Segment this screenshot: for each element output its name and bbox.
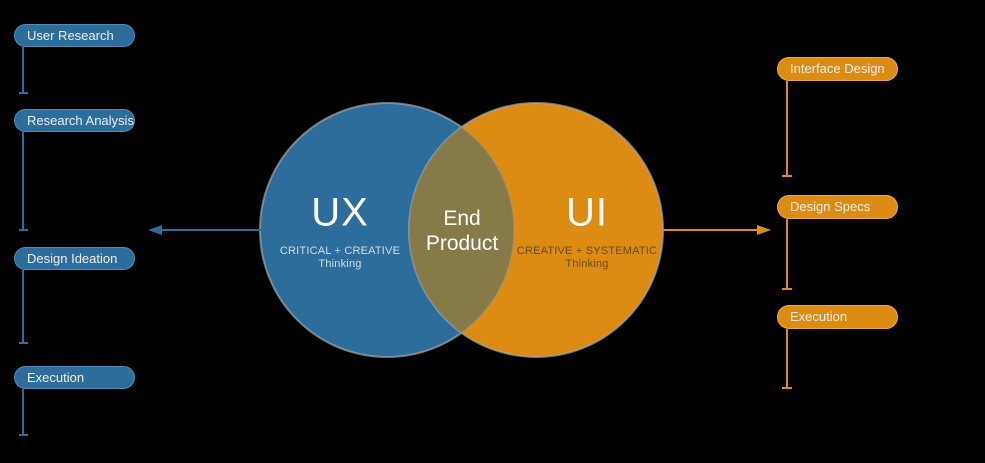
pill-execution-right: Execution — [777, 305, 898, 329]
overlap-lens — [409, 103, 514, 357]
ui-subtitle: CREATIVE + SYSTEMATIC Thinking — [517, 245, 657, 271]
pill-execution-left: Execution — [14, 366, 135, 389]
pill-user-research: User Research — [14, 24, 135, 47]
connector-tick — [19, 434, 28, 436]
pill-interface-design: Interface Design — [777, 57, 898, 81]
overlap-label-line1: End — [443, 207, 481, 230]
ui-arrow-line — [661, 229, 757, 231]
overlap-label-line2: Product — [425, 232, 499, 255]
connector-line — [786, 329, 788, 387]
connector-line — [22, 389, 24, 434]
pill-design-specs: Design Specs — [777, 195, 898, 219]
ui-subtitle-line1: CREATIVE + SYSTEMATIC — [516, 245, 658, 257]
ux-subtitle-line1: CRITICAL + CREATIVE — [279, 245, 401, 257]
connector-line — [22, 270, 24, 342]
ux-arrow-line — [160, 229, 262, 231]
connector-line — [22, 132, 24, 229]
connector-line — [786, 81, 788, 175]
ux-title: UX — [311, 190, 369, 235]
ui-subtitle-line2: Thinking — [565, 258, 609, 270]
ui-arrowhead — [757, 225, 771, 235]
connector-line — [786, 219, 788, 288]
connector-tick — [782, 175, 792, 177]
connector-tick — [782, 288, 792, 290]
ux-arrowhead — [148, 225, 162, 235]
pill-design-ideation: Design Ideation — [14, 247, 135, 270]
ux-subtitle: CRITICAL + CREATIVE Thinking — [280, 245, 400, 271]
connector-tick — [19, 342, 28, 344]
ux-subtitle-line2: Thinking — [318, 258, 362, 270]
overlap-label: End Product — [426, 206, 498, 256]
connector-tick — [782, 387, 792, 389]
pill-research-analysis: Research Analysis — [14, 109, 135, 132]
ui-title: UI — [566, 190, 608, 235]
connector-tick — [19, 92, 28, 94]
connector-tick — [19, 229, 28, 231]
connector-line — [22, 47, 24, 92]
